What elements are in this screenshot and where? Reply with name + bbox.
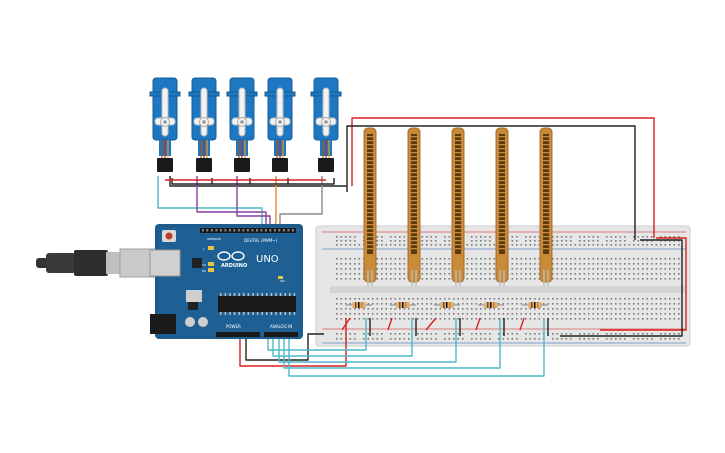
arduino-uno-board[interactable]: ARDUINO UNO DIGITAL (PWM~) POWER ANALOG … bbox=[149, 224, 303, 339]
wire-teal-a0 bbox=[267, 318, 367, 351]
wire-teal-a2 bbox=[278, 318, 457, 363]
rx-label: RX bbox=[202, 269, 206, 273]
servo-motor[interactable] bbox=[226, 77, 258, 172]
pin13-label: L bbox=[203, 247, 205, 251]
wire-teal-servo1 bbox=[157, 176, 263, 228]
flex-sensor[interactable] bbox=[407, 127, 421, 286]
wire-teal-a4 bbox=[288, 318, 545, 377]
servo-motor[interactable] bbox=[264, 77, 296, 172]
arduino-logo bbox=[217, 251, 245, 261]
digital-header-pins bbox=[202, 229, 294, 232]
aref-label: AREF bbox=[207, 237, 215, 241]
servo-connector bbox=[157, 158, 173, 172]
resistor[interactable] bbox=[522, 302, 548, 308]
tx-label: TX bbox=[201, 263, 206, 267]
resistor[interactable] bbox=[478, 302, 504, 308]
power-label: POWER bbox=[226, 324, 241, 329]
resistor-group bbox=[346, 302, 548, 308]
flex-sensor[interactable] bbox=[539, 127, 553, 286]
resistor[interactable] bbox=[434, 302, 460, 308]
servo-group bbox=[149, 77, 342, 172]
servo-connector bbox=[272, 158, 288, 172]
flex-sensor[interactable] bbox=[495, 127, 509, 286]
power-header[interactable] bbox=[216, 332, 260, 337]
analog-header[interactable] bbox=[264, 332, 298, 337]
on-label: ON bbox=[280, 279, 285, 283]
wire-red-power-top bbox=[351, 117, 655, 238]
servo-connector bbox=[196, 158, 212, 172]
wires bbox=[157, 117, 687, 377]
resistor[interactable] bbox=[390, 302, 416, 308]
atmega-chip bbox=[218, 296, 296, 312]
wire-teal-a3 bbox=[283, 318, 501, 369]
servo-motor[interactable] bbox=[149, 77, 181, 172]
wire-red-right-rail bbox=[600, 237, 687, 331]
gnd-label: GND bbox=[214, 237, 222, 241]
servo-connector bbox=[234, 158, 250, 172]
wire-black-right-rail bbox=[560, 239, 683, 337]
dc-jack[interactable] bbox=[150, 314, 176, 334]
analog-label: ANALOG IN bbox=[270, 324, 292, 329]
flex-sensor[interactable] bbox=[363, 127, 377, 286]
resistor[interactable] bbox=[346, 302, 372, 308]
flex-sensor[interactable] bbox=[451, 127, 465, 286]
wire-red-5v-bottom bbox=[239, 318, 347, 367]
wire-teal-a1 bbox=[272, 318, 413, 357]
chip-pins bbox=[220, 293, 296, 315]
wire-black-gnd-bottom bbox=[245, 333, 324, 361]
wire-gray-servo5 bbox=[279, 176, 323, 228]
servo-motor[interactable] bbox=[188, 77, 220, 172]
servo-connector bbox=[318, 158, 334, 172]
servo-motor[interactable] bbox=[310, 77, 342, 172]
wire-purple-servo3 bbox=[236, 176, 271, 228]
board-model-text: UNO bbox=[256, 254, 279, 265]
usb-cable[interactable] bbox=[36, 248, 159, 278]
digital-label: DIGITAL (PWM~) bbox=[244, 238, 278, 243]
flex-sensor-group bbox=[363, 127, 553, 286]
wire-black-ground-top bbox=[346, 125, 636, 240]
arduino-logo-text: ARDUINO bbox=[221, 263, 247, 269]
wire-purple-servo2 bbox=[196, 176, 267, 228]
